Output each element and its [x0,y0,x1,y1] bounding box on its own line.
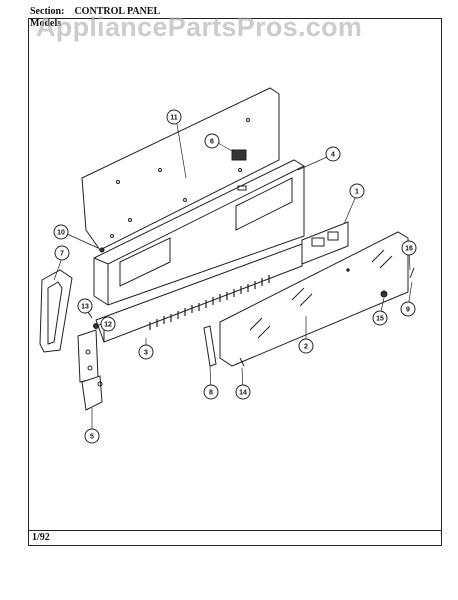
control-panel-body [93,159,305,306]
footer-date: 1/92 [32,532,50,543]
svg-text:2: 2 [304,344,308,351]
callout-10: 10 [53,224,69,240]
section-heading: Section: CONTROL PANEL [30,6,160,17]
svg-text:11: 11 [170,115,178,122]
callout-14: 14 [235,384,251,400]
footer-divider [28,530,442,531]
models-label: Models [30,18,62,29]
callout-9: 9 [400,301,416,317]
diagram-frame [28,18,442,546]
svg-text:15: 15 [376,316,384,323]
callout-15: 15 [372,310,388,326]
callout-3: 3 [138,344,154,360]
svg-text:9: 9 [406,307,410,314]
side-bracket-part [77,329,103,411]
svg-text:3: 3 [144,350,148,357]
svg-text:14: 14 [239,390,247,397]
glass-panel [219,231,409,367]
section-value: CONTROL PANEL [74,6,161,17]
header: Section: CONTROL PANEL Models [30,6,440,30]
callout-7: 7 [54,245,70,261]
svg-text:10: 10 [57,230,65,237]
svg-text:1: 1 [355,189,359,196]
callout-4: 4 [325,146,341,162]
callout-5: 5 [84,428,100,444]
svg-text:8: 8 [209,390,213,397]
svg-text:6: 6 [210,139,214,146]
watermark: AppliancePartsPros.com [36,12,363,42]
mounting-bracket [301,221,349,265]
callout-12: 12 [100,316,116,332]
callout-2: 2 [298,338,314,354]
callout-13: 13 [77,298,93,314]
screws [87,247,415,387]
models-heading: Models [30,18,61,29]
callout-1: 1 [349,183,365,199]
connector-part [231,149,247,161]
callout-group: 11 6 4 1 7 10 13 12 3 8 14 2 16 15 9 5 [53,109,417,444]
svg-text:16: 16 [405,246,413,253]
end-cap-part [39,269,73,353]
svg-text:12: 12 [104,322,112,329]
vent-slots [149,275,270,330]
callout-8: 8 [203,384,219,400]
svg-text:4: 4 [331,152,335,159]
svg-text:13: 13 [81,304,89,311]
trim-piece-part [203,325,217,367]
callout-11: 11 [166,109,182,125]
callout-6: 6 [204,133,220,149]
rear-panel-part [81,87,280,251]
section-label: Section: [30,6,65,17]
svg-text:5: 5 [90,434,94,441]
callout-16: 16 [401,240,417,256]
svg-text:7: 7 [60,251,64,258]
